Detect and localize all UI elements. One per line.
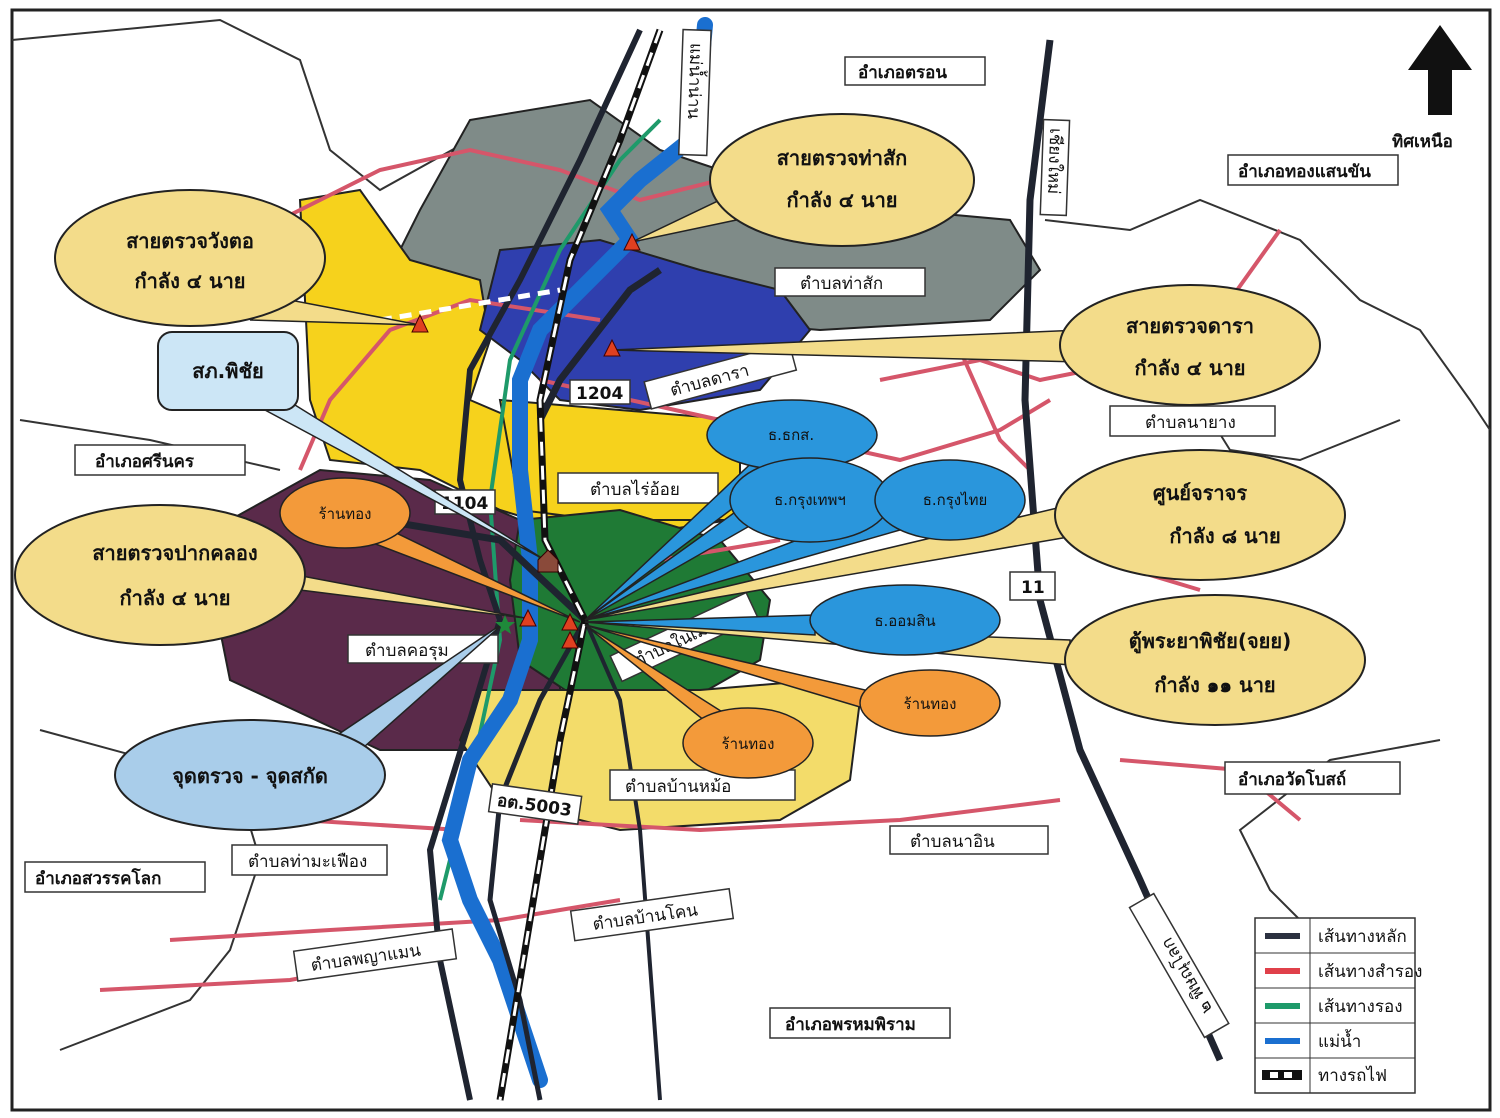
subdistrict-kho-rum: ตำบลคอรุม [365,641,449,661]
police-station-icon [537,549,559,573]
callout-pointers [249,199,1081,756]
svg-text:ร้านทอง: ร้านทอง [319,505,372,523]
district-tron: อำเภอตรอน [858,63,947,83]
callout-traffic: ศูนย์จราจร กำลัง ๘ นาย [1054,449,1346,581]
triangle-marker-icon [623,232,641,251]
svg-text:เส้นทางรอง: เส้นทางรอง [1318,997,1403,1017]
svg-text:สภ.พิชัย: สภ.พิชัย [192,359,263,383]
svg-text:กำลัง ๔ นาย: กำลัง ๔ นาย [134,269,245,293]
river-nan-label: แม่น้ำน่าน [683,43,709,120]
svg-text:สายตรวจปากคลอง: สายตรวจปากคลอง [92,541,257,565]
svg-text:ตู้พระยาพิชัย(จยย): ตู้พระยาพิชัย(จยย) [1129,629,1292,655]
bank-krungthai: ธ.กรุงไทย [874,459,1026,541]
road-1204: 1204 [576,384,623,404]
svg-text:สายตรวจวังตอ: สายตรวจวังตอ [126,229,254,253]
subdistrict-na-yang: ตำบลนายาง [1145,413,1236,433]
svg-text:กำลัง ๔ นาย: กำลัง ๔ นาย [1134,356,1245,380]
svg-text:เส้นทางหลัก: เส้นทางหลัก [1318,927,1407,947]
road-labels: 1204 1104 11 อต.5003 แม่น้ำน่าน เชียงใหม… [434,28,1230,1039]
north-arrow-icon [1408,25,1472,115]
triangle-marker-icon [603,338,621,357]
gold-shop: ร้านทอง [279,477,411,549]
triangle-marker-icon [411,313,429,333]
triangle-marker-icon [561,630,579,649]
district-si-nakhon: อำเภอศรีนคร [95,451,195,472]
svg-text:ร้านทอง: ร้านทอง [722,735,775,753]
svg-text:เส้นทางสำรอง: เส้นทางสำรอง [1318,962,1422,982]
callout-police-station: สภ.พิชัย [157,331,299,411]
map-legend: เส้นทางหลัก เส้นทางสำรอง เส้นทางรอง แม่น… [1254,917,1422,1094]
svg-text:กำลัง ๔ นาย: กำลัง ๔ นาย [786,188,897,212]
nan-river [441,17,713,1088]
svg-text:ธ.ธกส.: ธ.ธกส. [768,426,814,444]
svg-text:จุดตรวจ - จุดสกัด: จุดตรวจ - จุดสกัด [172,764,328,789]
bank-gsb: ธ.ออมสิน [809,584,1001,656]
subdistrict-rai-oi: ตำบลไร่อ้อย [590,479,680,500]
callout-dara: สายตรวจดารา กำลัง ๔ นาย [1059,284,1321,406]
district-wat-bot: อำเภอวัดโบสถ์ [1238,769,1346,790]
bank-bangkok: ธ.กรุงเทพฯ [729,457,891,543]
triangle-marker-icon [519,608,537,627]
svg-text:สายตรวจดารา: สายตรวจดารา [1126,314,1254,338]
subdistrict-tha-sak: ตำบลท่าสัก [800,274,883,294]
district-phrom-phiram: อำเภอพรหมพิราม [785,1015,916,1035]
svg-text:ทางรถไฟ: ทางรถไฟ [1318,1065,1387,1086]
north-label: ทิศเหนือ [1392,131,1453,152]
road-11: 11 [1021,578,1045,598]
to-chiang-mai-label: เชียงใหม่ [1043,128,1066,195]
subdistrict-tha-mafueang: ตำบลท่ามะเฟือง [248,852,367,872]
svg-text:กำลัง ๑๑ นาย: กำลัง ๑๑ นาย [1154,673,1275,697]
svg-text:สายตรวจท่าสัก: สายตรวจท่าสัก [777,146,908,170]
callout-tha-sak: สายตรวจท่าสัก กำลัง ๔ นาย [709,113,975,247]
gold-shop: ร้านทอง [682,707,814,779]
svg-text:กำลัง ๘ นาย: กำลัง ๘ นาย [1169,524,1280,548]
star-marker-icon [495,615,515,634]
triangle-marker-icon [561,612,579,631]
subdistrict-na-in: ตำบลนาอิน [910,832,995,852]
svg-text:ธ.ออมสิน: ธ.ออมสิน [874,612,935,630]
subdistrict-ban-mo: ตำบลบ้านหม้อ [625,777,731,797]
svg-text:กำลัง ๔ นาย: กำลัง ๔ นาย [119,586,230,610]
svg-text:ร้านทอง: ร้านทอง [904,695,957,713]
police-markers [411,232,641,649]
callout-pak-khlong: สายตรวจปากคลอง กำลัง ๔ นาย [14,504,306,646]
callout-checkpoint: จุดตรวจ - จุดสกัด [114,719,386,831]
svg-text:ธ.กรุงไทย: ธ.กรุงไทย [923,491,988,510]
legend-railway-swatch [1262,1070,1302,1080]
district-thong-saen-khan: อำเภอทองแสนขัน [1238,162,1371,182]
district-labels: อำเภอตรอน อำเภอทองแสนขัน อำเภอศรีนคร อำเ… [24,56,1401,1039]
callout-phraya-phichai: ตู้พระยาพิชัย(จยย) กำลัง ๑๑ นาย [1064,594,1366,726]
callout-wang-to: สายตรวจวังตอ กำลัง ๔ นาย [54,189,326,327]
svg-text:ศูนย์จราจร: ศูนย์จราจร [1153,481,1247,507]
district-sawankhalok: อำเภอสวรรคโลก [35,868,161,889]
gold-shop: ร้านทอง [859,669,1001,737]
svg-text:แม่น้ำ: แม่น้ำ [1318,1029,1361,1052]
svg-text:ธ.กรุงเทพฯ: ธ.กรุงเทพฯ [774,491,846,510]
